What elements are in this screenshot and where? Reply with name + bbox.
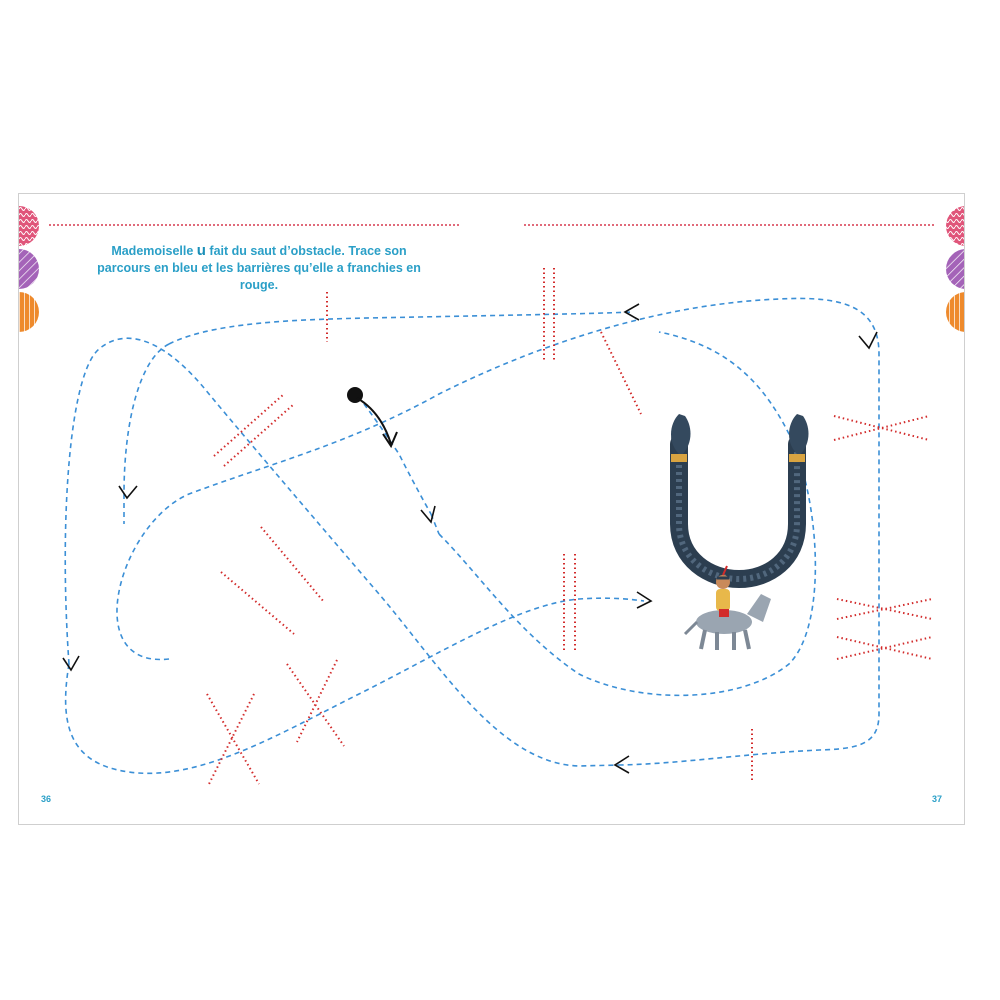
instruction-letter: u bbox=[196, 242, 206, 259]
maze-drawing bbox=[19, 206, 964, 785]
instruction-after: fait du saut d’obstacle. Trace son parco… bbox=[97, 244, 421, 292]
arrow-head-icon bbox=[636, 591, 653, 609]
tab-purple-left bbox=[19, 249, 39, 289]
fence bbox=[296, 659, 338, 743]
top-rule-right bbox=[524, 224, 934, 226]
start-arrow-line bbox=[356, 397, 392, 445]
start-marker bbox=[347, 387, 398, 449]
tab-pink-right bbox=[946, 206, 964, 246]
donkey-head bbox=[747, 594, 771, 622]
fences bbox=[206, 268, 933, 785]
fence bbox=[206, 693, 260, 785]
fence bbox=[600, 331, 642, 415]
brush-tip-right bbox=[789, 414, 809, 456]
tab-purple-right bbox=[946, 249, 964, 289]
left-side-tabs bbox=[19, 206, 39, 332]
tab-orange-left bbox=[19, 292, 39, 332]
tab-orange-right bbox=[946, 292, 964, 332]
fence bbox=[213, 393, 285, 457]
fence bbox=[833, 415, 930, 441]
rider-body bbox=[716, 589, 730, 611]
arrow-head-icon bbox=[118, 485, 138, 500]
path-right-arc bbox=[438, 331, 817, 697]
band-left bbox=[671, 454, 687, 462]
arrow-head-icon bbox=[62, 655, 80, 672]
fence bbox=[836, 636, 933, 660]
tab-pink-left bbox=[19, 206, 39, 246]
letter-u-illustration bbox=[670, 414, 809, 589]
path-start-segment bbox=[363, 403, 432, 515]
book-spread: Mademoiselle u fait du saut d’obstacle. … bbox=[18, 193, 965, 825]
instruction-before: Mademoiselle bbox=[111, 244, 197, 258]
instruction-text: Mademoiselle u fait du saut d’obstacle. … bbox=[89, 242, 429, 294]
path-top-left-curve bbox=[123, 343, 170, 495]
start-arrow-head-icon bbox=[382, 431, 398, 449]
arrow-heads bbox=[62, 303, 878, 774]
donkey-body bbox=[696, 610, 752, 634]
arrow-head-icon bbox=[623, 303, 640, 321]
page-number-right: 37 bbox=[932, 794, 943, 804]
arrow-head-icon bbox=[613, 755, 630, 774]
arrow-head-icon bbox=[858, 331, 878, 350]
path-top-line bbox=[168, 311, 635, 345]
path-cross-loop bbox=[64, 337, 620, 767]
path-loop-big bbox=[116, 297, 880, 766]
dashed-path bbox=[64, 297, 880, 775]
page-number-left: 36 bbox=[41, 794, 52, 804]
path-bottom-loop bbox=[64, 597, 645, 775]
arrow-head-icon bbox=[420, 505, 436, 524]
fence bbox=[833, 415, 930, 441]
fence bbox=[260, 526, 325, 603]
right-side-tabs bbox=[946, 206, 964, 332]
fence bbox=[208, 693, 255, 785]
band-right bbox=[789, 454, 805, 462]
fence bbox=[220, 571, 295, 635]
fence bbox=[223, 403, 295, 467]
rider-on-donkey-illustration bbox=[683, 565, 771, 650]
fence bbox=[836, 636, 933, 660]
top-rule-left bbox=[49, 224, 459, 226]
